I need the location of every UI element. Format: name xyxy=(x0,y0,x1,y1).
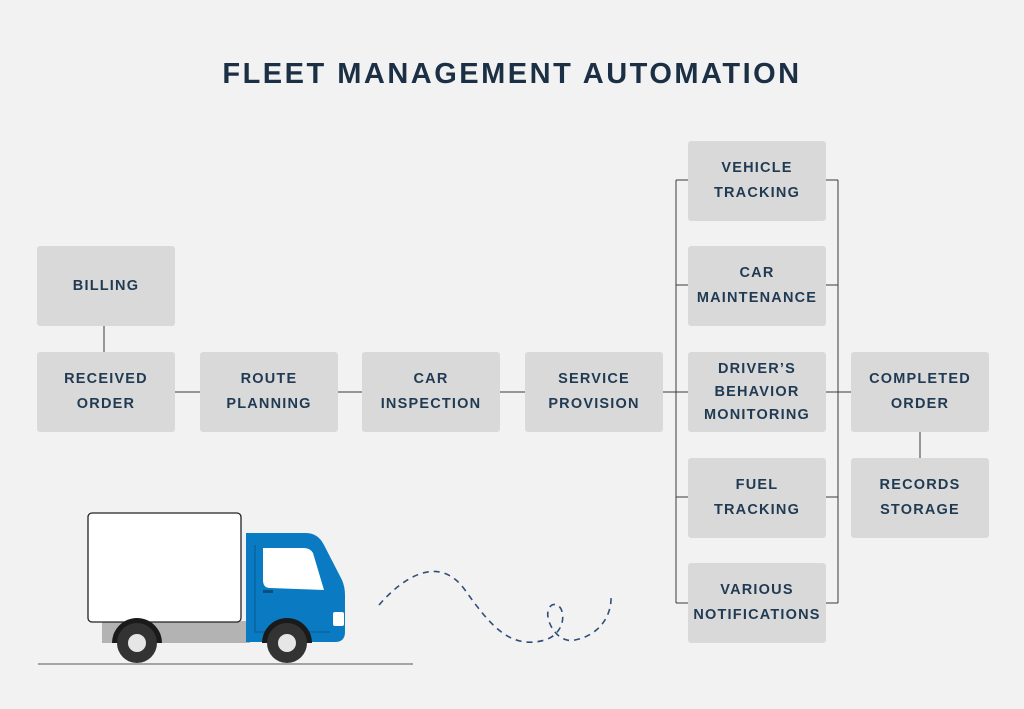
node-car-maintenance: CAR MAINTENANCE xyxy=(688,246,826,326)
node-billing: BILLING xyxy=(37,246,175,326)
node-completed-order: COMPLETED ORDER xyxy=(851,352,989,432)
node-service-provision: SERVICE PROVISION xyxy=(525,352,663,432)
node-various-notifications: VARIOUS NOTIFICATIONS xyxy=(688,563,826,643)
node-route-planning: ROUTE PLANNING xyxy=(200,352,338,432)
node-vehicle-tracking: VEHICLE TRACKING xyxy=(688,141,826,221)
page-title: FLEET MANAGEMENT AUTOMATION xyxy=(222,58,802,90)
node-drivers-behavior-monitoring: DRIVER’S BEHAVIOR MONITORING xyxy=(688,352,826,432)
node-records-storage: RECORDS STORAGE xyxy=(851,458,989,538)
node-received-order: RECEIVED ORDER xyxy=(37,352,175,432)
node-car-inspection: CAR INSPECTION xyxy=(362,352,500,432)
node-fuel-tracking: FUEL TRACKING xyxy=(688,458,826,538)
